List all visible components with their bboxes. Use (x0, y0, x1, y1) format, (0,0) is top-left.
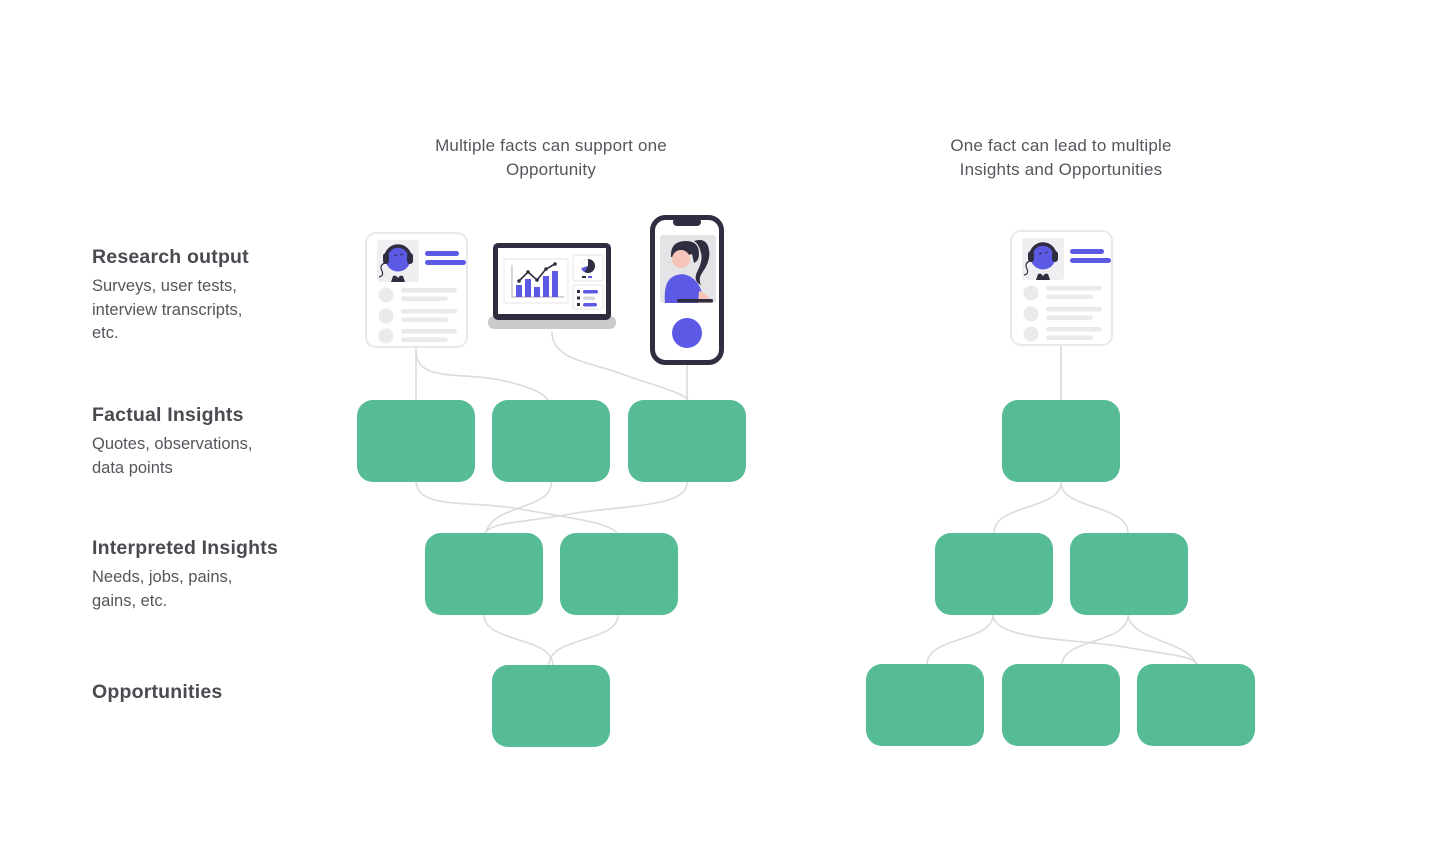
row-title: Research output (92, 246, 249, 268)
row-label-opportunities: Opportunities (92, 681, 222, 710)
bar-chart-icon (503, 258, 569, 304)
row-title: Factual Insights (92, 404, 244, 426)
connector-fact1-to-interp2 (415, 481, 618, 534)
checklist-row-icon (378, 287, 457, 303)
box-left-factual-insights (628, 400, 746, 482)
connector-interp2-to-opp3-right (1127, 614, 1197, 665)
checklist-row-icon (378, 308, 457, 324)
laptop-analytics-illustration (488, 243, 616, 329)
connector-interp1-to-opp (483, 614, 554, 666)
connector-fact-to-interp1-right (993, 482, 1062, 534)
phone-action-button-icon (672, 318, 702, 348)
connector-interp2-to-opp2-right (1061, 614, 1129, 665)
row-title: Opportunities (92, 681, 223, 703)
box-left-factual-insights (492, 400, 610, 482)
box-left-factual-insights (357, 400, 475, 482)
connector-interp2-to-opp (548, 614, 619, 666)
title-text-lines-icon (425, 251, 466, 265)
right-header-line-1: One fact can lead to multiple (950, 136, 1172, 155)
connector-laptop-to-fact3 (551, 331, 689, 401)
connector-card-to-fact2 (415, 351, 549, 401)
connector-interp1-to-opp1-right (926, 614, 994, 665)
row-line: Quotes, observations, (92, 435, 253, 453)
row-line: data points (92, 458, 173, 477)
box-right-opportunities (1002, 664, 1120, 746)
checklist-row-icon (1023, 285, 1102, 301)
box-right-opportunities (1137, 664, 1255, 746)
headset-avatar-icon (1022, 238, 1064, 280)
row-line: etc. (92, 324, 119, 342)
checklist-row-icon (378, 328, 457, 344)
bullet-list-icon (572, 284, 604, 310)
connector-fact2-to-interp1 (485, 481, 552, 534)
user-photo-icon (660, 235, 716, 303)
title-text-lines-icon (1070, 249, 1111, 263)
phone-notch (673, 218, 701, 226)
right-column-header: One fact can lead to multiple Insights a… (881, 134, 1241, 182)
box-right-opportunities (866, 664, 984, 746)
box-left-opportunities (492, 665, 610, 747)
connector-interp1-to-opp3-right (992, 614, 1198, 665)
checklist-row-icon (1023, 306, 1102, 322)
row-line: interview transcripts, (92, 300, 243, 319)
box-right-interpreted-insights (935, 533, 1053, 615)
connector-fact3-to-interp1 (484, 481, 688, 534)
row-line: Needs, jobs, pains, (92, 568, 233, 586)
phone-user-illustration (650, 215, 724, 365)
row-label-factual-insights: Factual Insights Quotes, observations, d… (92, 404, 253, 480)
survey-card-illustration-left (365, 232, 468, 348)
connector-fact-to-interp2-right (1060, 482, 1129, 534)
left-header-line-2: Opportunity (505, 160, 597, 179)
box-left-interpreted-insights (560, 533, 678, 615)
right-header-line-2: Insights and Opportunities (959, 160, 1163, 179)
box-right-factual-insights (1002, 400, 1120, 482)
left-header-line-1: Multiple facts can support one (435, 136, 667, 155)
box-right-interpreted-insights (1070, 533, 1188, 615)
pie-chart-icon (572, 254, 604, 282)
row-title: Interpreted Insights (92, 537, 279, 559)
survey-card-illustration-right (1010, 230, 1113, 346)
row-label-interpreted-insights: Interpreted Insights Needs, jobs, pains,… (92, 537, 278, 613)
checklist-row-icon (1023, 326, 1102, 342)
row-line: Surveys, user tests, (92, 277, 237, 295)
row-line: gains, etc. (92, 591, 168, 610)
box-left-interpreted-insights (425, 533, 543, 615)
headset-avatar-icon (377, 240, 419, 282)
row-label-research-output: Research output Surveys, user tests, int… (92, 246, 249, 346)
left-column-header: Multiple facts can support one Opportuni… (371, 134, 731, 182)
